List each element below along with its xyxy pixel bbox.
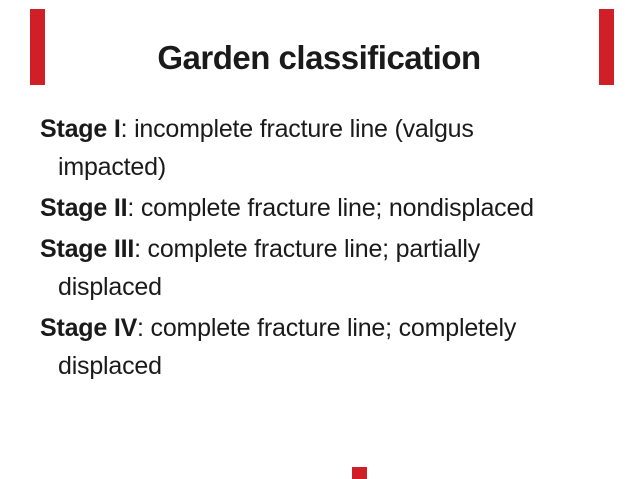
bullet-stage-1: Stage I: incomplete fracture line (valgu… <box>40 110 620 186</box>
stage-4-label: Stage IV <box>40 314 138 342</box>
bullet-stage-3-line-1: Stage III: complete fracture line; parti… <box>40 230 620 268</box>
stage-1-description: : incomplete fracture line (valgus <box>120 115 474 143</box>
bullet-stage-1-line-1: Stage I: incomplete fracture line (valgu… <box>40 110 620 148</box>
slide-title: Garden classification <box>157 39 481 76</box>
slide-body: Stage I: incomplete fracture line (valgu… <box>40 110 620 388</box>
stage-3-label: Stage III <box>40 235 135 263</box>
bullet-stage-4: Stage IV: complete fracture line; comple… <box>40 309 620 385</box>
stage-1-label: Stage I <box>40 115 121 143</box>
bullet-stage-3: Stage III: complete fracture line; parti… <box>40 230 620 306</box>
red-accent-bar-top-right <box>599 9 614 85</box>
bullet-stage-2: Stage II: complete fracture line; nondis… <box>40 189 620 227</box>
bullet-stage-2-line-1: Stage II: complete fracture line; nondis… <box>40 189 620 227</box>
bullet-stage-4-line-1: Stage IV: complete fracture line; comple… <box>40 309 620 347</box>
bullet-stage-1-line-2: impacted) <box>58 153 166 181</box>
red-accent-bar-top-left <box>30 9 45 85</box>
stage-4-description: : complete fracture line; completely <box>137 314 517 342</box>
stage-3-description: : complete fracture line; partially <box>134 235 480 263</box>
stage-2-label: Stage II <box>40 194 128 222</box>
red-accent-bar-bottom-center <box>352 467 367 479</box>
bullet-stage-4-line-2: displaced <box>58 352 162 380</box>
stage-2-description: : complete fracture line; nondisplaced <box>127 194 534 222</box>
bullet-stage-3-line-2: displaced <box>58 273 162 301</box>
